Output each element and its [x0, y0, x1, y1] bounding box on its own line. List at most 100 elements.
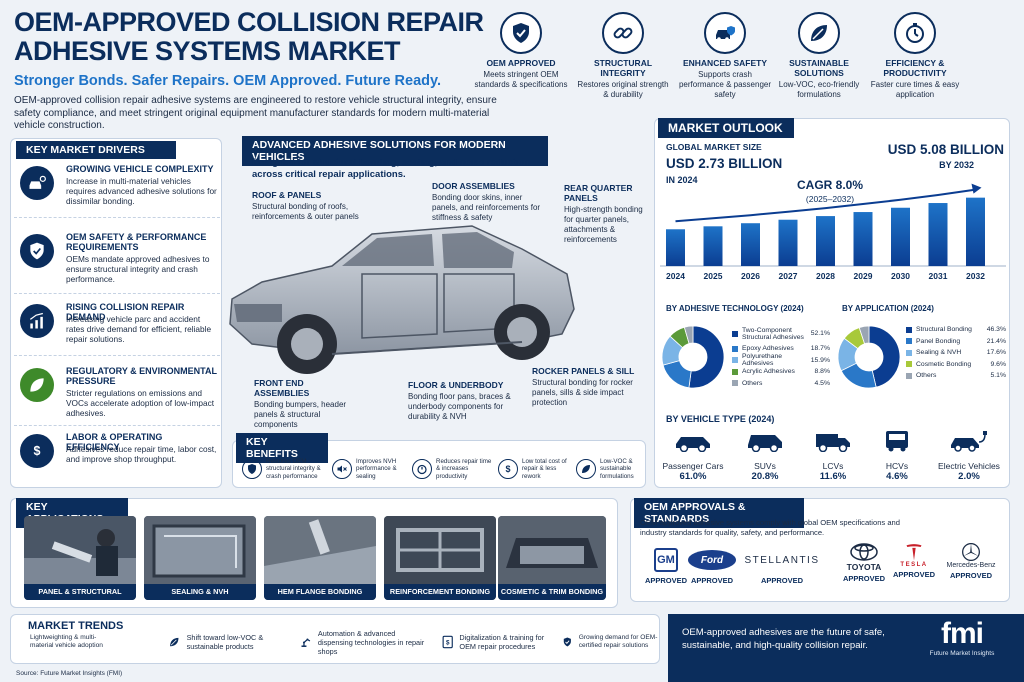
vehicle-hcvs: HCVs 4.6%	[864, 430, 930, 482]
benefits-heading: KEY BENEFITS	[236, 433, 328, 463]
reinforcement-photo	[384, 516, 496, 584]
application-donut-chart	[837, 325, 901, 389]
bar-2029	[853, 212, 873, 266]
legend-swatch	[906, 361, 912, 368]
legend-value: 18.7%	[810, 345, 830, 353]
legend-label: Cosmetic Bonding	[916, 360, 972, 368]
leaf-icon	[811, 25, 827, 41]
tablet-dollar-icon: $	[442, 635, 453, 649]
growth-trend-arrow	[675, 188, 976, 223]
legend-label: Others	[742, 379, 763, 387]
arrow-head	[971, 183, 982, 194]
car-shield-icon	[716, 26, 735, 41]
trends-heading: MARKET TRENDS	[28, 620, 124, 632]
callout-rocker-panels: ROCKER PANELS & SILL Structural bonding …	[532, 366, 635, 407]
legend-swatch	[732, 380, 738, 387]
callout-door-assemblies: DOOR ASSEMBLIES Bonding door skins, inne…	[432, 181, 541, 222]
source-note: Source: Future Market Insights (FMI)	[16, 670, 123, 677]
mute-speaker-icon	[337, 465, 347, 473]
tesla-wordmark: TESLA	[900, 562, 928, 568]
mercedes-star-icon	[962, 543, 980, 561]
application-title: BY APPLICATION (2024)	[842, 304, 934, 313]
trends-panel	[10, 614, 660, 664]
benefit-item: $ Low total cost of repair & less rework	[498, 452, 572, 486]
donut-slice	[868, 325, 901, 388]
intro-description: OEM-approved collision repair adhesive s…	[14, 95, 497, 131]
benefit-item: Reduces repair time & increases producti…	[412, 452, 496, 486]
callout-front-end: FRONT END ASSEMBLIES Bonding bumpers, he…	[254, 378, 347, 429]
legend-value: 15.9%	[810, 356, 830, 364]
benefit-item: Low-VOC & sustainable formulations	[576, 452, 644, 486]
donut-slice	[683, 325, 694, 345]
vehicle-lcvs: LCVs 11.6%	[800, 430, 866, 482]
donut-slice	[662, 360, 692, 389]
leaf-icon	[30, 378, 44, 392]
car-gears-icon	[29, 175, 46, 189]
leaf-icon	[170, 637, 179, 647]
legend-swatch	[906, 349, 912, 356]
trend-item: $ Digitalization & training for OEM repa…	[442, 624, 552, 660]
application-cosmetic-trim: COSMETIC & TRIM BONDING	[498, 516, 606, 600]
bar-tick-label: 2032	[966, 271, 985, 281]
stellantis-logo: STELLANTIS	[744, 554, 820, 566]
robot-arm-icon	[301, 638, 311, 647]
leaf-icon	[582, 465, 590, 473]
bar-2027	[778, 219, 798, 266]
legend-value: 8.8%	[814, 368, 831, 376]
cagr-period: (2025–2032)	[805, 194, 855, 204]
footer-banner	[668, 614, 1024, 682]
chain-link-icon	[613, 27, 633, 39]
market-size-2032-year: BY 2032	[939, 160, 974, 170]
legend-value: 5.1%	[990, 372, 1007, 380]
legend-value: 4.5%	[814, 379, 831, 387]
car-icon	[676, 437, 710, 453]
outlook-heading: MARKET OUTLOOK	[658, 118, 794, 138]
legend-label: Sealing & NVH	[916, 349, 962, 357]
oem-gm: GM APPROVED	[636, 546, 696, 585]
suv-icon	[748, 435, 782, 453]
vehicle-body-illustration	[229, 225, 575, 374]
bus-icon	[886, 431, 908, 452]
hem-flange-photo	[264, 516, 376, 584]
bar-tick-label: 2025	[704, 271, 723, 281]
legend-swatch	[732, 357, 738, 364]
mercedes-wordmark: Mercedes-Benz	[946, 562, 996, 569]
trend-item: Shift toward low-VOC & sustainable produ…	[168, 624, 278, 660]
legend-label: Acrylic Adhesives	[742, 368, 795, 376]
donut-slice	[688, 325, 725, 389]
shield-check-icon	[248, 464, 256, 474]
solutions-subheading: Designed for structural bonding, sealing…	[252, 157, 531, 180]
fmi-logo: fmi Future Market Insights	[929, 617, 995, 658]
outlook-panel	[654, 118, 1010, 488]
legend-label: Two-Component Structural Adhesives	[742, 326, 804, 341]
legend-label: Polyurethane Adhesives	[742, 353, 783, 368]
benefit-item: Restores OEM structural integrity & cras…	[242, 452, 328, 486]
approvals-heading: OEM APPROVALS & STANDARDS	[634, 498, 804, 528]
market-size-2024: USD 2.73 BILLION	[666, 156, 783, 171]
oem-stellantis: STELLANTIS APPROVED	[738, 546, 826, 586]
tesla-emblem-icon	[906, 544, 922, 561]
stopwatch-icon	[417, 464, 427, 475]
application-sealing-nvh: SEALING & NVH	[144, 516, 256, 600]
driver-item: GROWING VEHICLE COMPLEXITY Increase in m…	[14, 160, 220, 218]
svg-text:$: $	[505, 464, 510, 474]
bar-2026	[741, 223, 760, 266]
bar-2030	[891, 207, 910, 266]
shield-check-icon	[30, 242, 44, 260]
solutions-heading: ADVANCED ADHESIVE SOLUTIONS FOR MODERN V…	[242, 136, 548, 166]
toyota-emblem-icon	[850, 543, 878, 561]
bar-tick-label: 2029	[854, 271, 873, 281]
highlight-oem-approved: OEM APPROVED Meets stringent OEM standar…	[474, 12, 568, 90]
adhesive-tech-donut-chart	[661, 325, 725, 389]
market-size-label: GLOBAL MARKET SIZE	[666, 142, 762, 152]
bar-tick-label: 2026	[741, 271, 760, 281]
driver-item: OEM SAFETY & PERFORMANCE REQUIREMENTS OE…	[14, 228, 220, 294]
oem-tesla: TESLA APPROVED	[884, 542, 944, 579]
legend-label: Structural Bonding	[916, 326, 972, 334]
